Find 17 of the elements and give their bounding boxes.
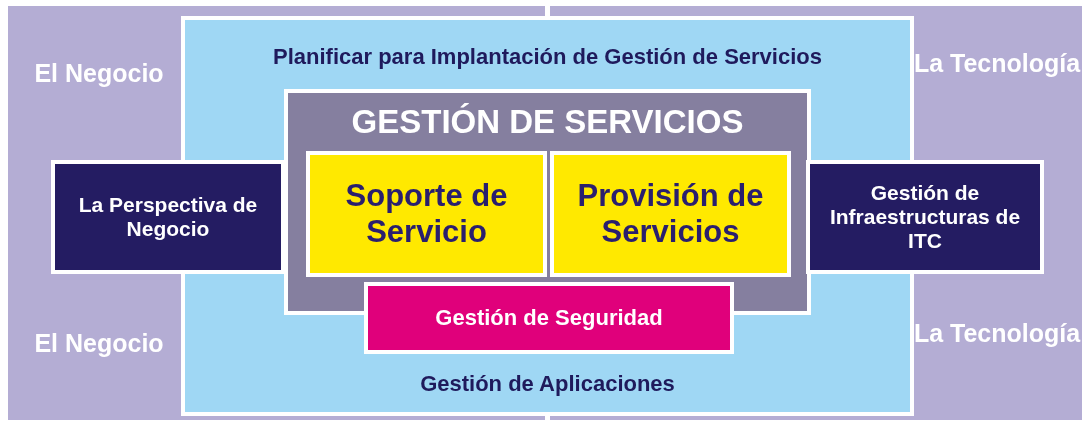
service-support-box (306, 151, 547, 277)
side-label: El Negocio (33, 58, 165, 88)
box-title: Gestión de Infraestructuras de ITC (828, 180, 1022, 254)
security-management-box (364, 282, 734, 354)
side-label: El Negocio (33, 328, 165, 358)
service-delivery-box (550, 151, 791, 277)
applications-heading: Gestión de Aplicaciones (419, 370, 676, 396)
side-label: La Tecnología (912, 318, 1082, 348)
box-title: Soporte de Servicio (344, 178, 509, 250)
side-label: La Tecnología (912, 48, 1082, 78)
business-perspective-box (51, 160, 285, 274)
box-title: La Perspectiva de Negocio (77, 192, 259, 242)
box-title: Provisión de Servicios (576, 178, 765, 250)
service-management-title: GESTIÓN DE SERVICIOS (350, 103, 745, 141)
planning-heading: Planificar para Implantación de Gestión de Servicios (272, 44, 823, 70)
box-title: Gestión de Seguridad (434, 305, 664, 331)
infrastructure-management-box (806, 160, 1044, 274)
